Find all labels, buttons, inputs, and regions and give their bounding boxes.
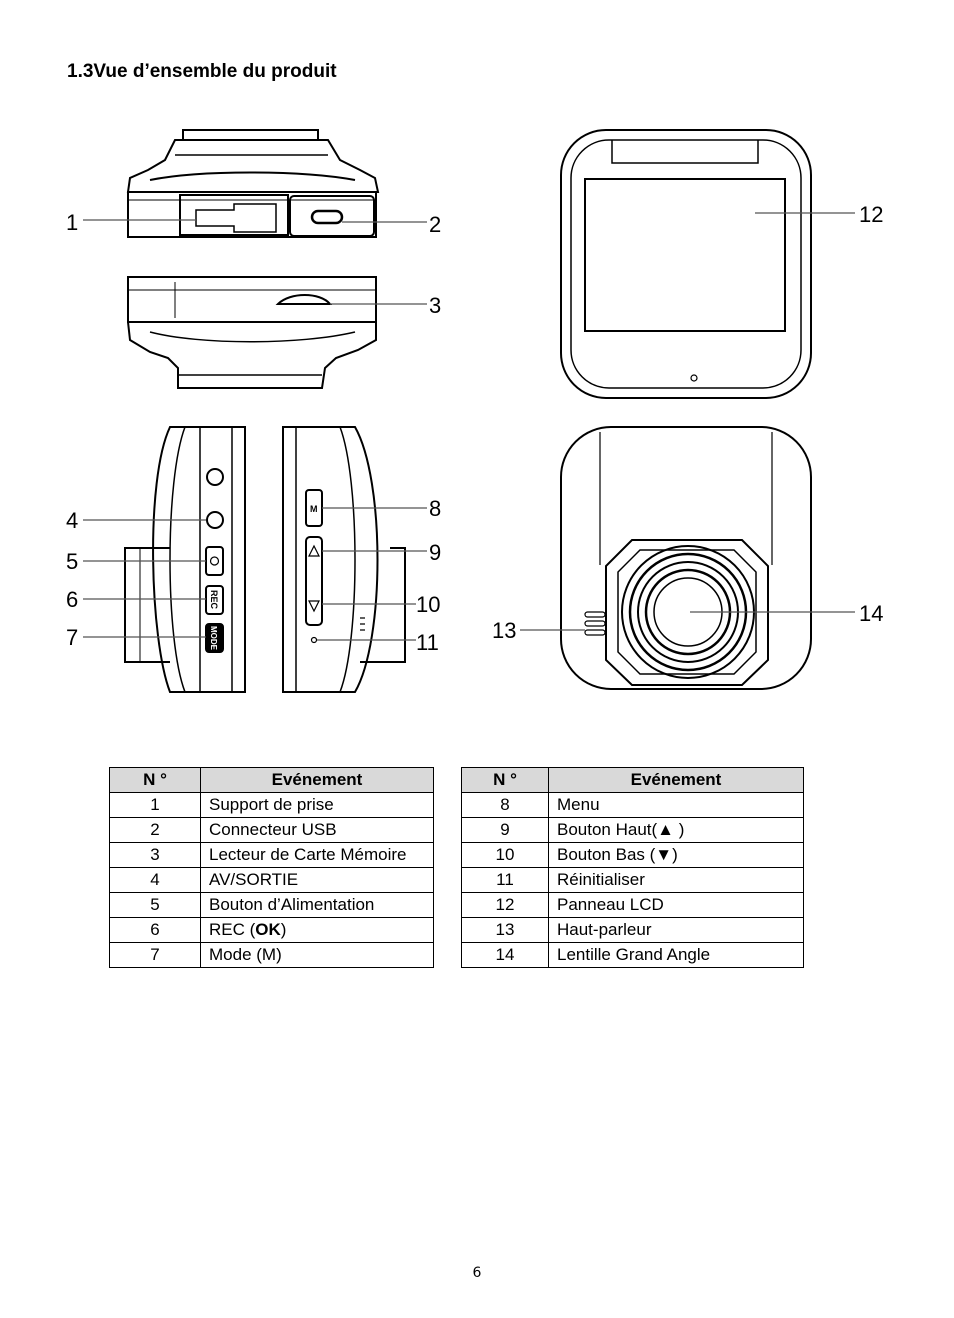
callout-2: 2: [429, 212, 441, 237]
product-overview-diagram: REC MODE M: [66, 129, 883, 693]
row-number: 10: [461, 842, 549, 868]
callout-3: 3: [429, 293, 441, 318]
table-header-row: N ° Evénement: [109, 767, 434, 793]
callout-14: 14: [859, 601, 883, 626]
callout-11: 11: [416, 630, 439, 655]
row-label-prefix: REC (: [209, 920, 256, 939]
column-header-number: N °: [109, 767, 201, 793]
row-label: Réinitialiser: [548, 867, 804, 893]
section-title: 1.3Vue d’ensemble du produit: [67, 61, 337, 82]
page-number: 6: [472, 1265, 482, 1281]
camera-front-view: [560, 426, 812, 690]
table-row: 12 Panneau LCD: [461, 892, 804, 918]
row-number: 2: [109, 817, 201, 843]
parts-table-left: N ° Evénement 1 Support de prise 2 Conne…: [109, 767, 434, 968]
column-header-number: N °: [461, 767, 549, 793]
callout-5: 5: [66, 549, 78, 574]
table-row: 6 REC (OK): [109, 917, 434, 943]
table-row: 4 AV/SORTIE: [109, 867, 434, 893]
column-header-event: Evénement: [200, 767, 434, 793]
row-label: Haut-parleur: [548, 917, 804, 943]
row-number: 11: [461, 867, 549, 893]
callout-7: 7: [66, 625, 78, 650]
row-number: 5: [109, 892, 201, 918]
rec-button-label: REC: [209, 590, 219, 610]
table-row: 5 Bouton d’Alimentation: [109, 892, 434, 918]
row-number: 7: [109, 942, 201, 968]
row-label-bold: OK: [255, 920, 281, 939]
camera-right-side-view: M: [282, 426, 406, 693]
row-number: 9: [461, 817, 549, 843]
callout-12: 12: [859, 202, 883, 227]
parts-table-right: N ° Evénement 8 Menu 9 Bouton Haut(▲ ) 1…: [461, 767, 804, 968]
row-label: Menu: [548, 792, 804, 818]
camera-bottom-view: [127, 276, 377, 389]
table-row: 10 Bouton Bas (▼): [461, 842, 804, 868]
column-header-event: Evénement: [548, 767, 804, 793]
callout-9: 9: [429, 540, 441, 565]
table-row: 8 Menu: [461, 792, 804, 818]
mode-button-label: MODE: [209, 626, 218, 651]
row-number: 3: [109, 842, 201, 868]
camera-top-view: [126, 129, 380, 238]
row-number: 13: [461, 917, 549, 943]
table-row: 14 Lentille Grand Angle: [461, 942, 804, 968]
callout-1: 1: [66, 210, 78, 235]
row-number: 12: [461, 892, 549, 918]
callout-8: 8: [429, 496, 441, 521]
table-row: 1 Support de prise: [109, 792, 434, 818]
camera-back-view: [560, 129, 812, 399]
callout-10: 10: [416, 592, 440, 617]
row-label: Lentille Grand Angle: [548, 942, 804, 968]
row-number: 1: [109, 792, 201, 818]
row-label: Bouton Bas (▼): [548, 842, 804, 868]
table-header-row: N ° Evénement: [461, 767, 804, 793]
row-label: Connecteur USB: [200, 817, 434, 843]
leader-lines: [83, 212, 855, 641]
row-label: Panneau LCD: [548, 892, 804, 918]
table-row: 9 Bouton Haut(▲ ): [461, 817, 804, 843]
row-number: 8: [461, 792, 549, 818]
table-row: 3 Lecteur de Carte Mémoire: [109, 842, 434, 868]
row-label: Support de prise: [200, 792, 434, 818]
row-label: Bouton Haut(▲ ): [548, 817, 804, 843]
table-row: 2 Connecteur USB: [109, 817, 434, 843]
callout-13: 13: [492, 618, 516, 643]
row-label-suffix: ): [280, 920, 287, 939]
row-label: Mode (M): [200, 942, 434, 968]
row-label: AV/SORTIE: [200, 867, 434, 893]
row-label: Bouton d’Alimentation: [200, 892, 434, 918]
row-label: Lecteur de Carte Mémoire: [200, 842, 434, 868]
row-number: 14: [461, 942, 549, 968]
callout-4: 4: [66, 508, 78, 533]
callout-6: 6: [66, 587, 78, 612]
menu-button-label: M: [310, 504, 318, 514]
row-number: 4: [109, 867, 201, 893]
row-number: 6: [109, 917, 201, 943]
row-label: REC (OK): [200, 917, 434, 943]
table-row: 7 Mode (M): [109, 942, 434, 968]
table-row: 11 Réinitialiser: [461, 867, 804, 893]
table-row: 13 Haut-parleur: [461, 917, 804, 943]
camera-left-side-view: REC MODE: [124, 426, 246, 693]
